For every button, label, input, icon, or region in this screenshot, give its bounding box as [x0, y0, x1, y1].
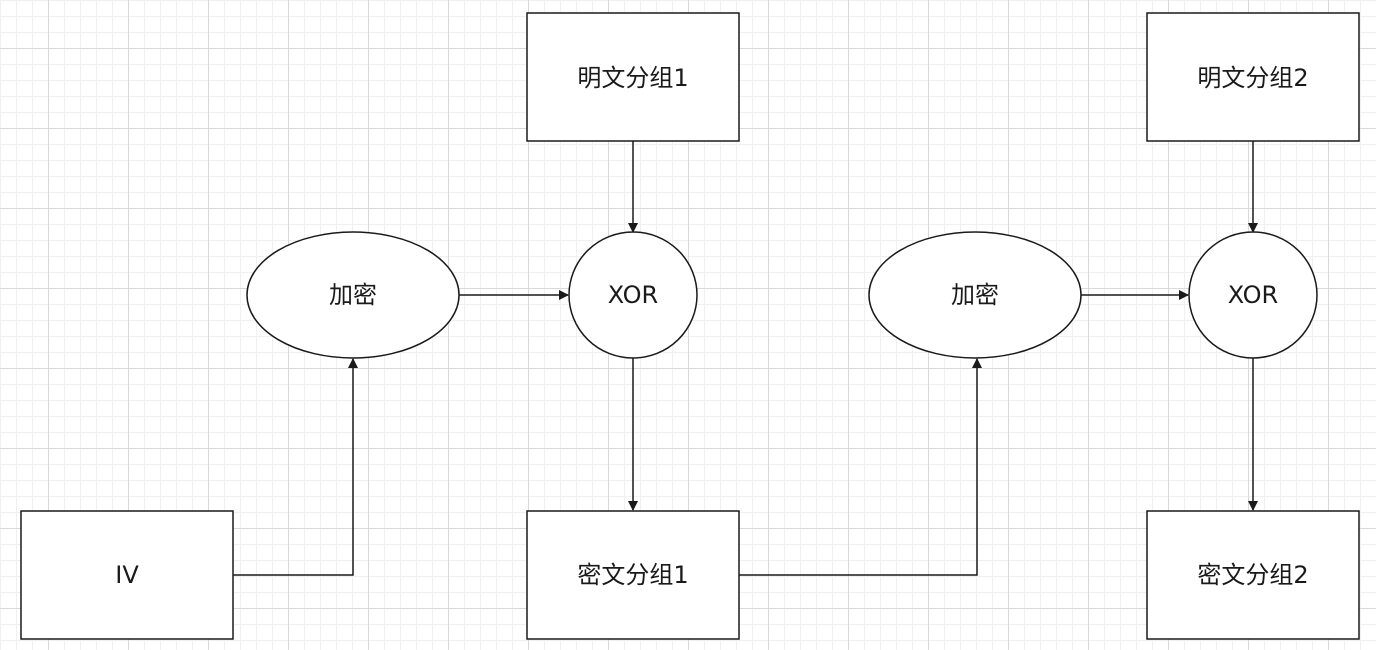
- node-encrypt-2[interactable]: 加密: [868, 231, 1082, 359]
- node-xor-2[interactable]: XOR: [1188, 231, 1318, 359]
- edges: [233, 141, 1258, 576]
- node-plaintext-block-2[interactable]: 明文分组2: [1146, 12, 1360, 142]
- node-label: XOR: [1228, 281, 1278, 309]
- node-label: IV: [115, 561, 139, 589]
- node-plaintext-block-1[interactable]: 明文分组1: [526, 12, 740, 142]
- node-label: 密文分组1: [577, 561, 688, 589]
- node-ciphertext-block-1[interactable]: 密文分组1: [526, 510, 740, 640]
- node-label: XOR: [608, 281, 658, 309]
- node-label: 明文分组1: [577, 64, 688, 92]
- node-iv[interactable]: IV: [20, 510, 234, 640]
- edge-ciphertext1-to-encrypt2[interactable]: [739, 358, 982, 576]
- edge-iv-to-encrypt1[interactable]: [233, 358, 358, 576]
- node-label: 明文分组2: [1197, 64, 1308, 92]
- node-label: 加密: [951, 281, 999, 309]
- node-label: 密文分组2: [1197, 561, 1308, 589]
- node-encrypt-1[interactable]: 加密: [246, 231, 460, 359]
- node-xor-1[interactable]: XOR: [568, 231, 698, 359]
- node-label: 加密: [329, 281, 377, 309]
- node-ciphertext-block-2[interactable]: 密文分组2: [1146, 510, 1360, 640]
